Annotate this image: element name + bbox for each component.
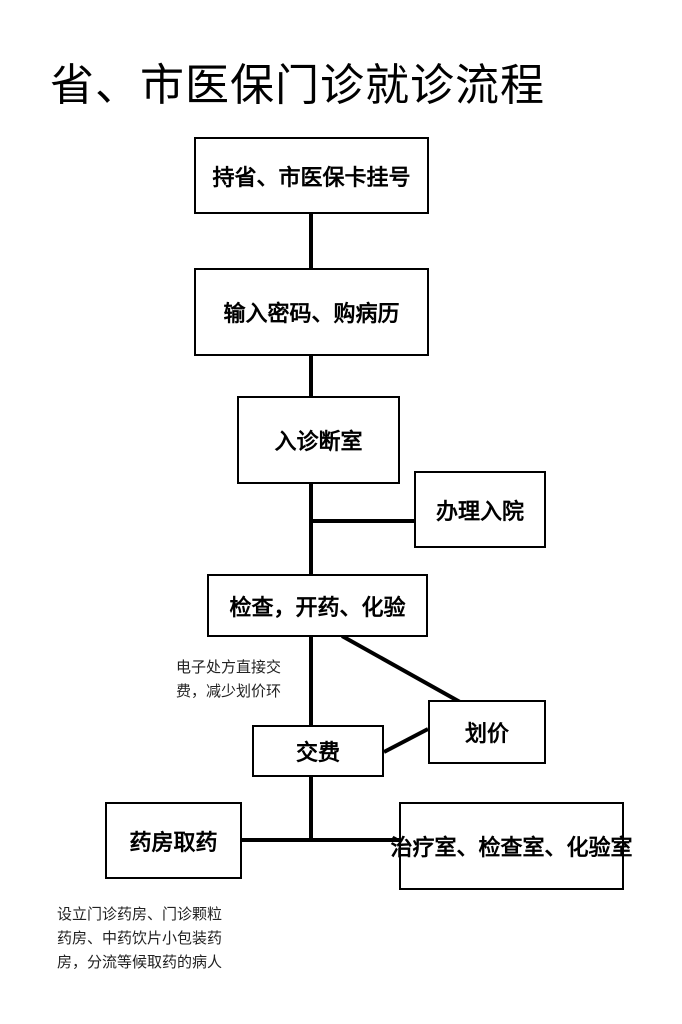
step-treatment: 治疗室、检查室、化验室 xyxy=(391,802,633,890)
note-eprescription-line-2: 费，减少划价环 xyxy=(176,682,282,700)
step-pricing: 划价 xyxy=(428,700,546,764)
note-eprescription-line-1: 电子处方直接交 xyxy=(176,658,282,676)
step-consult: 入诊断室 xyxy=(237,396,400,484)
step-register: 持省、市医保卡挂号 xyxy=(194,137,429,214)
step-pharmacy: 药房取药 xyxy=(105,802,242,879)
connector-exam-pricing xyxy=(341,634,461,704)
step-password: 输入密码、购病历 xyxy=(194,268,429,356)
step-exam: 检查，开药、化验 xyxy=(207,574,428,637)
note-pharmacy-line-2: 药房、中药饮片小包装药 xyxy=(57,929,223,947)
note-eprescription: 电子处方直接交 费，减少划价环 xyxy=(176,655,281,703)
note-pharmacy: 设立门诊药房、门诊颗粒 药房、中药饮片小包装药 房，分流等候取药的病人 xyxy=(57,902,222,974)
step-pay: 交费 xyxy=(252,725,384,777)
note-pharmacy-line-1: 设立门诊药房、门诊颗粒 xyxy=(57,905,223,923)
page-title: 省、市医保门诊就诊流程 xyxy=(50,60,545,111)
note-pharmacy-line-3: 房，分流等候取药的病人 xyxy=(57,953,223,971)
connector-pay-pricing xyxy=(383,727,429,754)
step-admit: 办理入院 xyxy=(414,471,546,548)
